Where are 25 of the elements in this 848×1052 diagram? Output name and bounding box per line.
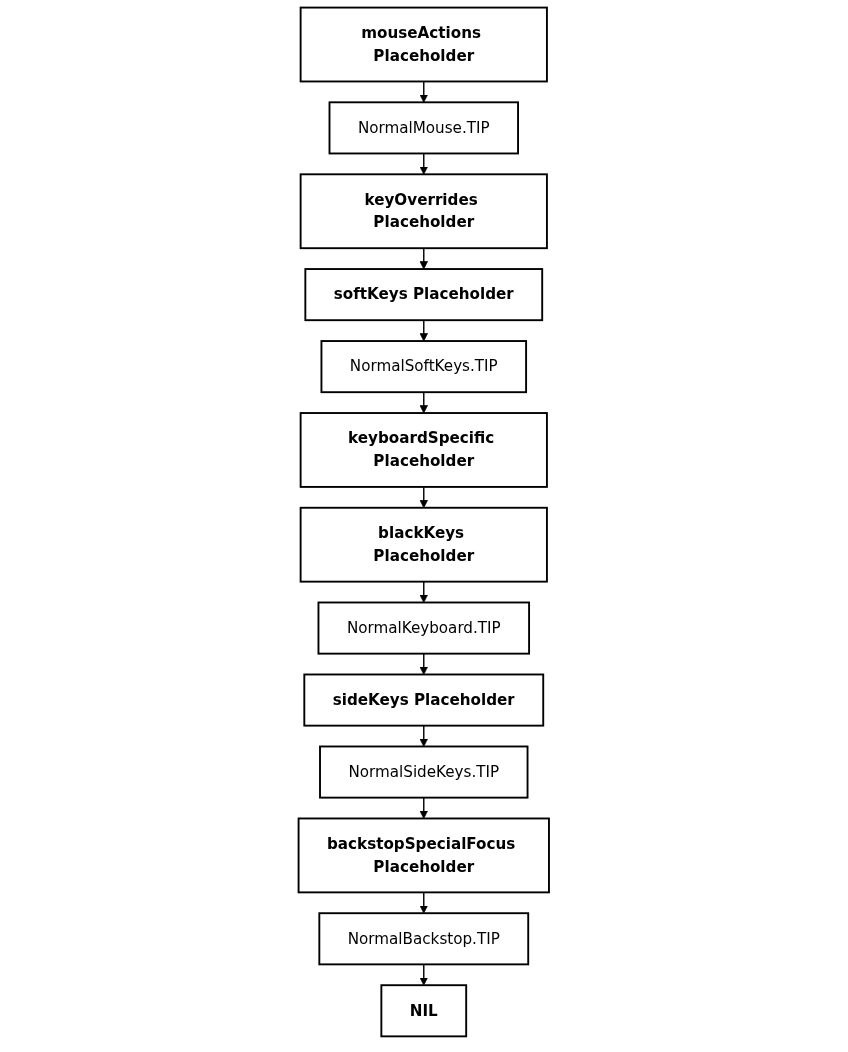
node-box: sideKeys Placeholder bbox=[303, 673, 545, 727]
node-box: NormalSoftKeys.TIP bbox=[320, 340, 528, 394]
arrow bbox=[419, 796, 429, 819]
arrow bbox=[419, 580, 429, 603]
arrow bbox=[419, 891, 429, 914]
arrow bbox=[419, 963, 429, 986]
arrow bbox=[419, 152, 429, 175]
node-box: NIL bbox=[380, 984, 468, 1038]
arrow bbox=[419, 652, 429, 675]
node-box: NormalMouse.TIP bbox=[328, 101, 520, 155]
node-box: mouseActions Placeholder bbox=[299, 6, 549, 83]
node-box: blackKeys Placeholder bbox=[299, 506, 549, 583]
arrow bbox=[419, 247, 429, 270]
node-box: NormalBackstop.TIP bbox=[318, 912, 530, 966]
node-box: NormalSideKeys.TIP bbox=[319, 745, 529, 799]
node-box: backstopSpecialFocus Placeholder bbox=[297, 817, 551, 894]
arrow bbox=[419, 80, 429, 103]
node-box: NormalKeyboard.TIP bbox=[317, 601, 531, 655]
node-box: softKeys Placeholder bbox=[304, 268, 544, 322]
arrow bbox=[419, 319, 429, 342]
arrow bbox=[419, 724, 429, 747]
arrow bbox=[419, 391, 429, 414]
node-box: keyOverrides Placeholder bbox=[299, 173, 549, 250]
node-box: keyboardSpecific Placeholder bbox=[299, 412, 549, 488]
arrow bbox=[419, 486, 429, 509]
